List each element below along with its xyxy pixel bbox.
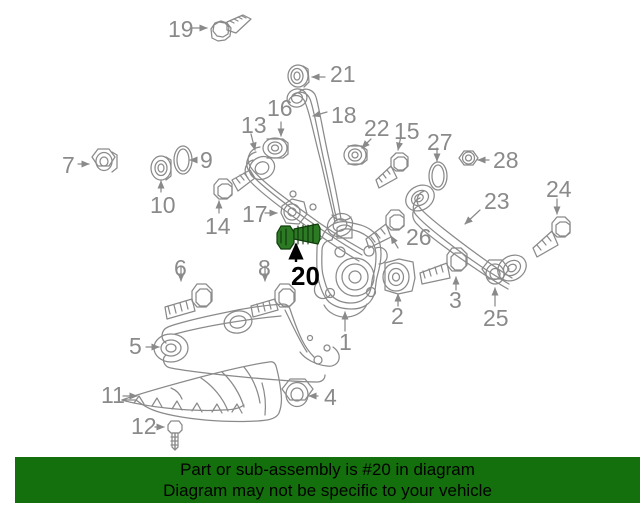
part-15-bolt bbox=[375, 152, 409, 189]
callout-label-23: 23 bbox=[484, 188, 510, 214]
callout-label-7: 7 bbox=[62, 152, 75, 178]
callout-label-3: 3 bbox=[449, 287, 462, 313]
callout-label-13: 13 bbox=[241, 112, 267, 138]
callout-label-5: 5 bbox=[129, 333, 142, 359]
callout-label-15: 15 bbox=[394, 118, 420, 144]
callout-label-25: 25 bbox=[483, 305, 509, 331]
callout-label-22: 22 bbox=[364, 115, 390, 141]
part-21-bushing bbox=[287, 64, 310, 88]
callout-label-4: 4 bbox=[324, 384, 337, 410]
part-3-bolt bbox=[419, 247, 468, 285]
callout-label-11: 11 bbox=[101, 382, 125, 408]
callout-label-26: 26 bbox=[406, 224, 432, 250]
callout-label-19: 19 bbox=[168, 16, 194, 42]
callout-label-14: 14 bbox=[205, 213, 231, 239]
part-22-bushing bbox=[343, 144, 368, 166]
callout-label-10: 10 bbox=[150, 192, 176, 218]
part-6-bolt bbox=[164, 283, 213, 320]
part-17-bushing bbox=[280, 198, 308, 225]
part-28-nut bbox=[458, 150, 479, 166]
part-18-upper-link bbox=[286, 88, 352, 223]
part-5-lower-control-arm bbox=[153, 303, 340, 383]
part-24-bolt bbox=[532, 216, 571, 258]
callout-label-1: 1 bbox=[339, 329, 352, 355]
part-7-nut bbox=[91, 148, 118, 173]
callout-label-28: 28 bbox=[493, 147, 519, 173]
part-25-nut bbox=[481, 259, 510, 285]
exploded-parts-diagram bbox=[77, 14, 571, 451]
part-9-washer bbox=[173, 145, 193, 175]
callout-label-6: 6 bbox=[174, 255, 187, 281]
part-27-washer bbox=[428, 161, 448, 191]
banner-line-disclaimer: Diagram may not be specific to your vehi… bbox=[163, 481, 492, 500]
callout-label-20: 20 bbox=[291, 261, 320, 291]
part-10-bushing bbox=[150, 155, 172, 181]
callout-label-16: 16 bbox=[267, 95, 293, 121]
part-20-highlighted-bolt bbox=[276, 223, 321, 250]
callout-label-17: 17 bbox=[242, 201, 268, 227]
part-1-knuckle bbox=[313, 221, 388, 318]
part-26-bolt bbox=[365, 209, 405, 249]
callout-label-21: 21 bbox=[330, 61, 356, 87]
callout-label-27: 27 bbox=[427, 129, 453, 155]
part-19-bolt bbox=[210, 14, 252, 42]
callout-label-18: 18 bbox=[331, 102, 357, 128]
part-8-bolt bbox=[250, 283, 296, 318]
callout-label-12: 12 bbox=[131, 413, 157, 439]
part-12-bolt bbox=[167, 420, 183, 451]
part-2-bushing bbox=[382, 258, 416, 295]
part-11-subframe bbox=[121, 361, 283, 423]
part-16-bushing bbox=[262, 137, 289, 159]
banner-line-part-number: Part or sub-assembly is #20 in diagram bbox=[180, 460, 475, 479]
callout-label-9: 9 bbox=[200, 147, 213, 173]
part-14-bolt bbox=[213, 169, 256, 200]
callout-label-8: 8 bbox=[258, 255, 271, 281]
callout-label-24: 24 bbox=[546, 176, 572, 202]
callout-label-2: 2 bbox=[391, 303, 404, 329]
part-4-nut bbox=[281, 378, 314, 408]
disclaimer-banner: Part or sub-assembly is #20 in diagram D… bbox=[15, 457, 640, 503]
